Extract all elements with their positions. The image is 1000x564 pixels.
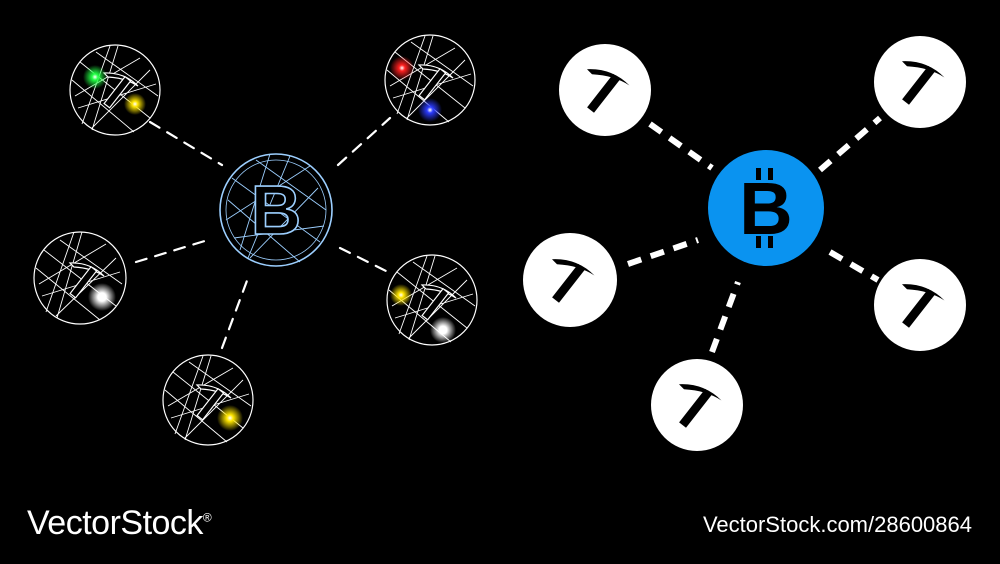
- mesh-bitcoin-node: B: [219, 153, 333, 267]
- registered-mark: ®: [202, 510, 212, 525]
- watermark-bar: [0, 500, 1000, 564]
- mesh-node: [386, 254, 478, 346]
- mesh-network-graph: B: [33, 34, 478, 446]
- solid-mining-node: [651, 359, 743, 451]
- brand-name: VectorStock: [27, 504, 203, 542]
- stock-image-id: VectorStock.com/28600864: [702, 512, 972, 537]
- vectorstock-logo: VectorStock®: [27, 504, 212, 543]
- mesh-node: [69, 44, 161, 136]
- bitcoin-icon: B: [739, 167, 792, 250]
- sparkle-lights: [83, 56, 456, 431]
- mesh-connectors: [134, 116, 394, 350]
- solid-mining-node: [874, 259, 966, 351]
- svg-text:B: B: [251, 171, 302, 249]
- solid-network-graph: B: [523, 36, 966, 451]
- mesh-node: [384, 34, 476, 126]
- mesh-node: [33, 231, 127, 325]
- solid-mining-node: [559, 44, 651, 136]
- solid-bitcoin-node: B: [708, 150, 824, 266]
- bitcoin-mining-network-illustration: B: [33, 34, 966, 451]
- solid-mining-node: [523, 233, 617, 327]
- mesh-node: [162, 354, 254, 446]
- solid-connectors: [627, 115, 882, 354]
- solid-mining-node: [874, 36, 966, 128]
